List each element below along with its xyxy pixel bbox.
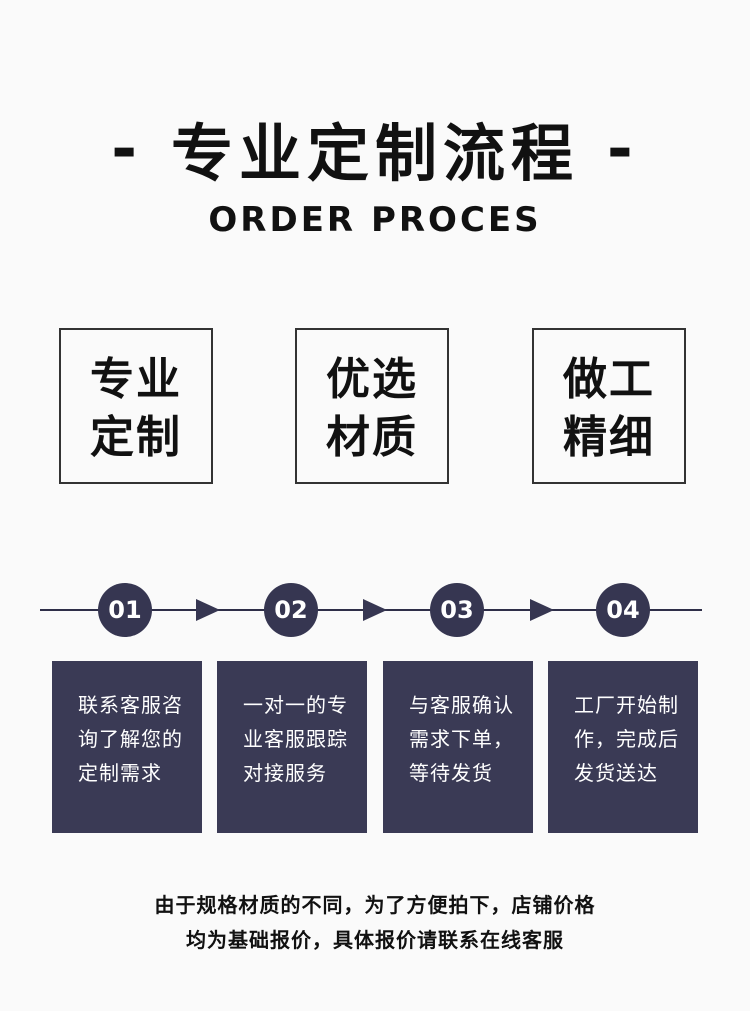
feature-line: 专业 xyxy=(90,354,182,405)
step-text-line: 等待发货 xyxy=(409,761,493,785)
step-text-line: 一对一的专 xyxy=(243,693,348,717)
step-text-line: 工厂开始制 xyxy=(574,693,679,717)
feature-box-craft: 做工 精细 xyxy=(532,328,686,484)
feature-line: 优选 xyxy=(326,354,418,405)
title-dash-left: - xyxy=(111,111,143,185)
page-subtitle: ORDER PROCES xyxy=(208,200,542,240)
step-number-badge: 03 xyxy=(430,583,484,637)
feature-line: 做工 xyxy=(563,354,655,405)
step-text-line: 定制需求 xyxy=(78,761,162,785)
step-text-line: 作，完成后 xyxy=(574,727,679,751)
step-card-4: 工厂开始制 作，完成后 发货送达 xyxy=(548,661,698,833)
feature-line: 精细 xyxy=(563,412,655,463)
step-text-line: 需求下单， xyxy=(409,727,514,751)
step-text-line: 业客服跟踪 xyxy=(243,727,348,751)
title-text: 专业定制流程 xyxy=(170,117,579,190)
footer-note-line: 均为基础报价，具体报价请联系在线客服 xyxy=(186,928,564,952)
arrow-right-icon xyxy=(363,599,387,621)
step-text-line: 对接服务 xyxy=(243,761,327,785)
feature-line: 材质 xyxy=(326,412,418,463)
feature-box-custom: 专业 定制 xyxy=(59,328,213,484)
step-text-line: 询了解您的 xyxy=(78,727,183,751)
step-text-line: 联系客服咨 xyxy=(78,693,183,717)
page-title: - 专业定制流程 - xyxy=(0,108,750,191)
step-card-3: 与客服确认 需求下单， 等待发货 xyxy=(383,661,533,833)
arrow-right-icon xyxy=(530,599,554,621)
step-card-1: 联系客服咨 询了解您的 定制需求 xyxy=(52,661,202,833)
title-dash-right: - xyxy=(607,111,639,185)
arrow-right-icon xyxy=(196,599,220,621)
step-card-2: 一对一的专 业客服跟踪 对接服务 xyxy=(217,661,367,833)
step-number-badge: 02 xyxy=(264,583,318,637)
footer-note-line: 由于规格材质的不同，为了方便拍下，店铺价格 xyxy=(154,893,596,917)
step-text-line: 发货送达 xyxy=(574,761,658,785)
step-number-badge: 04 xyxy=(596,583,650,637)
step-text-line: 与客服确认 xyxy=(409,693,514,717)
step-number-badge: 01 xyxy=(98,583,152,637)
feature-box-material: 优选 材质 xyxy=(295,328,449,484)
feature-line: 定制 xyxy=(90,412,182,463)
